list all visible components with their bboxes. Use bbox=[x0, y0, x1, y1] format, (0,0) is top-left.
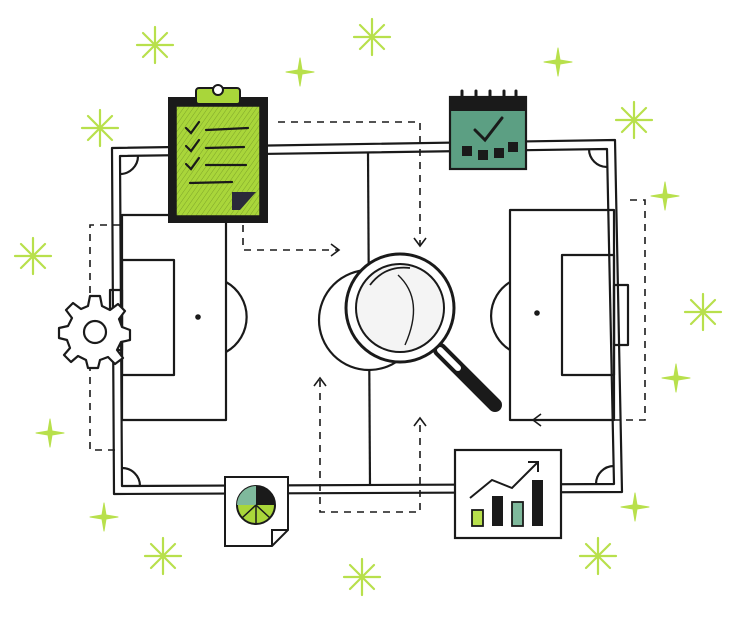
magnifier-icon bbox=[344, 252, 502, 412]
sparkle-icon bbox=[620, 492, 650, 522]
sparkle-icon bbox=[35, 418, 65, 448]
sparkle-icon bbox=[578, 536, 618, 576]
sparkle-icon bbox=[342, 557, 382, 597]
sparkle-icon bbox=[683, 292, 723, 332]
sparkle-icon bbox=[89, 502, 119, 532]
sparkle-icon bbox=[80, 108, 120, 148]
sparkle-icon bbox=[661, 363, 691, 393]
clipboard-icon bbox=[168, 84, 268, 223]
sparkle-icon bbox=[614, 100, 654, 140]
sparkle-icon bbox=[135, 25, 175, 65]
sparkle-icon bbox=[650, 181, 680, 211]
sparkle-icon bbox=[13, 236, 53, 276]
sparkle-icon bbox=[352, 17, 392, 57]
sparkle-icon bbox=[285, 57, 315, 87]
gear-icon bbox=[57, 294, 132, 370]
calendar-icon bbox=[448, 89, 528, 171]
pie-chart-document-icon bbox=[224, 476, 289, 547]
bar-chart-icon bbox=[453, 448, 563, 540]
sparkle-icon bbox=[143, 536, 183, 576]
sparkle-icon bbox=[543, 47, 573, 77]
